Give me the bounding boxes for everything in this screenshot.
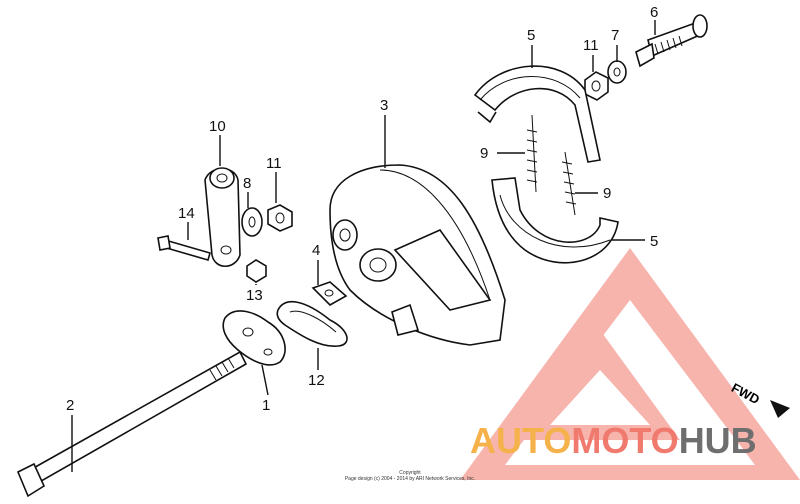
callout-10: 10 <box>209 118 226 135</box>
callout-3: 3 <box>380 97 388 114</box>
nut-part-11-top <box>584 71 609 101</box>
callout-9-upper: 9 <box>480 145 488 162</box>
callout-11-top: 11 <box>583 37 599 54</box>
nut-part-11-left <box>267 204 293 232</box>
watermark-wordmark: AUTOMOTOHUB <box>470 420 757 462</box>
callout-5-lower: 5 <box>650 233 658 250</box>
callout-6: 6 <box>650 4 658 21</box>
leader-lines <box>71 20 656 472</box>
callout-1: 1 <box>262 397 270 414</box>
forward-arrow-icon <box>770 400 790 418</box>
callout-13: 13 <box>246 287 263 304</box>
spring-part-9 <box>526 114 577 216</box>
callout-5-upper: 5 <box>527 27 535 44</box>
washer-part-8 <box>241 207 263 237</box>
nut-part-13 <box>246 259 267 283</box>
brake-shoe-upper <box>473 65 601 163</box>
plate-part-1 <box>222 310 286 366</box>
copyright-line-1: Copyright <box>399 470 421 476</box>
callout-labels: 1 2 3 4 5 5 6 7 8 9 9 10 11 11 12 13 14 <box>66 4 658 414</box>
callout-9-lower: 9 <box>603 185 611 202</box>
callout-4: 4 <box>312 242 320 259</box>
callout-2: 2 <box>66 397 74 414</box>
callout-8: 8 <box>243 175 251 192</box>
brake-panel-part <box>329 164 506 346</box>
cam-shaft-part <box>635 14 708 68</box>
watermark-part-auto: AUTO <box>470 420 572 461</box>
watermark-part-hub: HUB <box>678 420 757 461</box>
callout-11-left: 11 <box>266 155 282 172</box>
callout-14: 14 <box>178 205 195 222</box>
watermark-part-moto: MOTO <box>571 420 679 461</box>
callout-12: 12 <box>308 372 325 389</box>
watermark-logo-mark <box>460 248 800 480</box>
gasket-part-12 <box>276 301 348 347</box>
callout-7: 7 <box>611 27 619 44</box>
copyright-line-2: Page design (c) 2004 - 2014 by ARI Netwo… <box>344 476 476 482</box>
washer-part-7 <box>607 60 627 84</box>
lever-arm-part-10 <box>204 167 241 268</box>
bolt-part-14 <box>157 235 211 261</box>
copyright-notice: Copyright Page design (c) 2004 - 2014 by… <box>300 470 520 482</box>
brake-shoe-lower <box>491 177 619 264</box>
plate-part-4 <box>311 281 348 306</box>
axle-part-2 <box>16 350 248 498</box>
